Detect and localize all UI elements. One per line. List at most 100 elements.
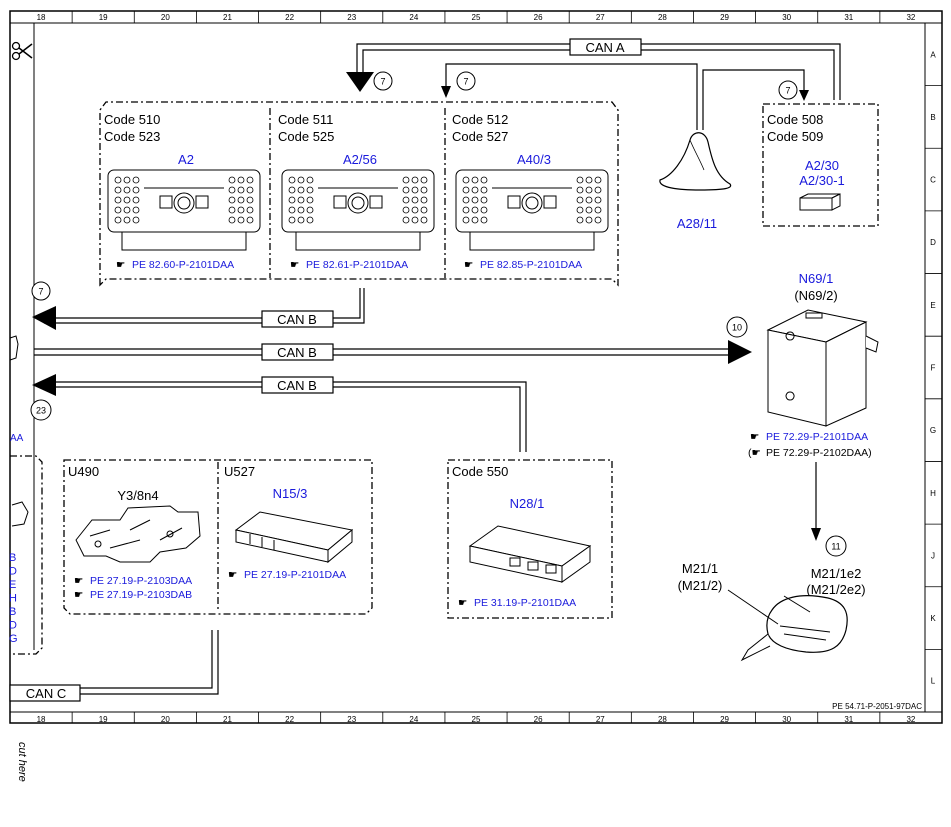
svg-text:N28/1: N28/1	[510, 496, 545, 511]
svg-text:☛: ☛	[228, 569, 237, 581]
cut-here-label: cut here	[16, 742, 28, 782]
can-b-label-1: CAN B	[277, 312, 317, 327]
column-label: 27	[596, 13, 605, 22]
radio3-id: A40/3	[517, 152, 551, 167]
column-label: 31	[844, 13, 853, 22]
can-b-bus-middle: CAN B	[34, 340, 752, 364]
radio-head-unit-icon	[455, 169, 609, 251]
row-label: J	[931, 551, 935, 560]
row-label: G	[930, 426, 936, 435]
column-label: 26	[534, 715, 543, 724]
radio3-ref: PE 82.85-P-2101DAA	[480, 259, 582, 271]
connector-icon	[9, 335, 19, 361]
edge-letter: D	[9, 620, 17, 632]
svg-text:U527: U527	[224, 464, 255, 479]
svg-text:Code 509: Code 509	[767, 129, 823, 144]
column-label: 18	[37, 13, 46, 22]
edge-letter: E	[9, 579, 16, 591]
ref-hand-icon: ☛	[116, 259, 125, 271]
marker-7-a: 7	[373, 71, 393, 91]
edge-letter: B	[9, 552, 16, 564]
marker-7-c: 7	[778, 80, 798, 100]
row-label: B	[930, 113, 935, 122]
column-label: 27	[596, 715, 605, 724]
ref-hand-icon: ☛	[290, 259, 299, 271]
valve-body-icon	[75, 505, 201, 563]
column-label: 29	[720, 715, 729, 724]
marker-10: 10	[726, 316, 748, 338]
marker-11: 11	[825, 535, 847, 557]
edge-letter: D	[9, 566, 17, 578]
radio2-code1: Code 511	[278, 112, 333, 127]
radio1-code2: Code 523	[104, 129, 160, 144]
svg-text:PE 31.19-P-2101DAA: PE 31.19-P-2101DAA	[474, 597, 576, 609]
marker-7-d: 7	[31, 281, 51, 301]
part-icon	[11, 501, 29, 527]
small-module-icon	[799, 193, 841, 211]
radio1-id: A2	[178, 152, 194, 167]
antenna-unit: A28/11	[659, 132, 732, 231]
column-label: 28	[658, 715, 667, 724]
code550-unit: Code 550 N28/1 ☛ PE 31.19-P-2101DAA	[447, 459, 613, 619]
svg-text:☛: ☛	[74, 575, 83, 587]
edge-letter: B	[9, 606, 16, 618]
svg-text:PE 27.19-P-2103DAA: PE 27.19-P-2103DAA	[90, 575, 192, 587]
svg-text:7: 7	[785, 86, 790, 96]
radio2-ref: PE 82.61-P-2101DAA	[306, 259, 408, 271]
svg-text:A2/30: A2/30	[805, 158, 839, 173]
svg-text:AA: AA	[10, 433, 24, 444]
control-unit-icon	[468, 525, 592, 583]
radio3-code2: Code 527	[452, 129, 508, 144]
svg-text:(☛: (☛	[748, 447, 761, 459]
svg-text:PE 72.29-P-2101DAA: PE 72.29-P-2101DAA	[766, 431, 868, 443]
row-label: K	[930, 614, 936, 623]
svg-text:Code 550: Code 550	[452, 464, 508, 479]
transmission-group: U490 Y3/8n4 ☛ PE 27.19-P-2103DAA ☛ PE 27…	[63, 459, 373, 615]
can-b-bus-upper: CAN B	[32, 288, 365, 330]
svg-text:Y3/8n4: Y3/8n4	[117, 488, 158, 503]
radio1-ref: PE 82.60-P-2101DAA	[132, 259, 234, 271]
control-module-icon	[766, 309, 879, 427]
column-label: 21	[223, 13, 232, 22]
column-label: 20	[161, 715, 170, 724]
column-label: 31	[844, 715, 853, 724]
row-label: F	[931, 364, 936, 373]
can-c-label: CAN C	[26, 686, 66, 701]
radio3-code1: Code 512	[452, 112, 508, 127]
diagram-frame	[9, 10, 943, 724]
radio2-code2: Code 525	[278, 129, 334, 144]
n69-mirror-link	[811, 462, 821, 541]
n69-unit: N69/1 (N69/2) ☛ PE 72.29-P-2101DAA (☛ PE…	[748, 271, 879, 459]
svg-text:10: 10	[732, 323, 742, 333]
edge-letter: H	[9, 593, 17, 605]
can-b-label-3: CAN B	[277, 378, 317, 393]
scissors-icon	[11, 41, 33, 61]
svg-text:(M21/2e2): (M21/2e2)	[806, 582, 865, 597]
column-label: 32	[906, 13, 915, 22]
radio-unit-2: Code 511 Code 525 A2/56 ☛ PE 82.61-P-210…	[278, 112, 435, 271]
column-label: 24	[409, 13, 418, 22]
svg-text:☛: ☛	[750, 431, 759, 443]
page-ref: PE 54.71-P-2051-97DAC	[832, 702, 922, 711]
column-label: 25	[472, 13, 481, 22]
row-label: D	[930, 238, 936, 247]
svg-text:7: 7	[380, 77, 385, 87]
svg-text:Code 508: Code 508	[767, 112, 823, 127]
marker-7-b: 7	[456, 71, 476, 91]
column-label: 26	[534, 13, 543, 22]
mirror-unit: M21/1 (M21/2) M21/1e2 (M21/2e2)	[678, 561, 866, 662]
svg-text:7: 7	[463, 77, 468, 87]
row-label: H	[930, 489, 936, 498]
column-label: 19	[99, 13, 108, 22]
can-a-bus: CAN A	[346, 38, 841, 130]
svg-text:M21/1: M21/1	[682, 561, 718, 576]
svg-text:PE 72.29-P-2102DAA): PE 72.29-P-2102DAA)	[766, 447, 872, 459]
column-label: 30	[782, 715, 791, 724]
row-label: A	[930, 50, 936, 59]
column-label: 18	[37, 715, 46, 724]
svg-text:PE 27.19-P-2103DAB: PE 27.19-P-2103DAB	[90, 589, 192, 601]
marker-23: 23	[30, 399, 52, 421]
svg-text:A2/30-1: A2/30-1	[799, 173, 845, 188]
row-label: C	[930, 176, 936, 185]
